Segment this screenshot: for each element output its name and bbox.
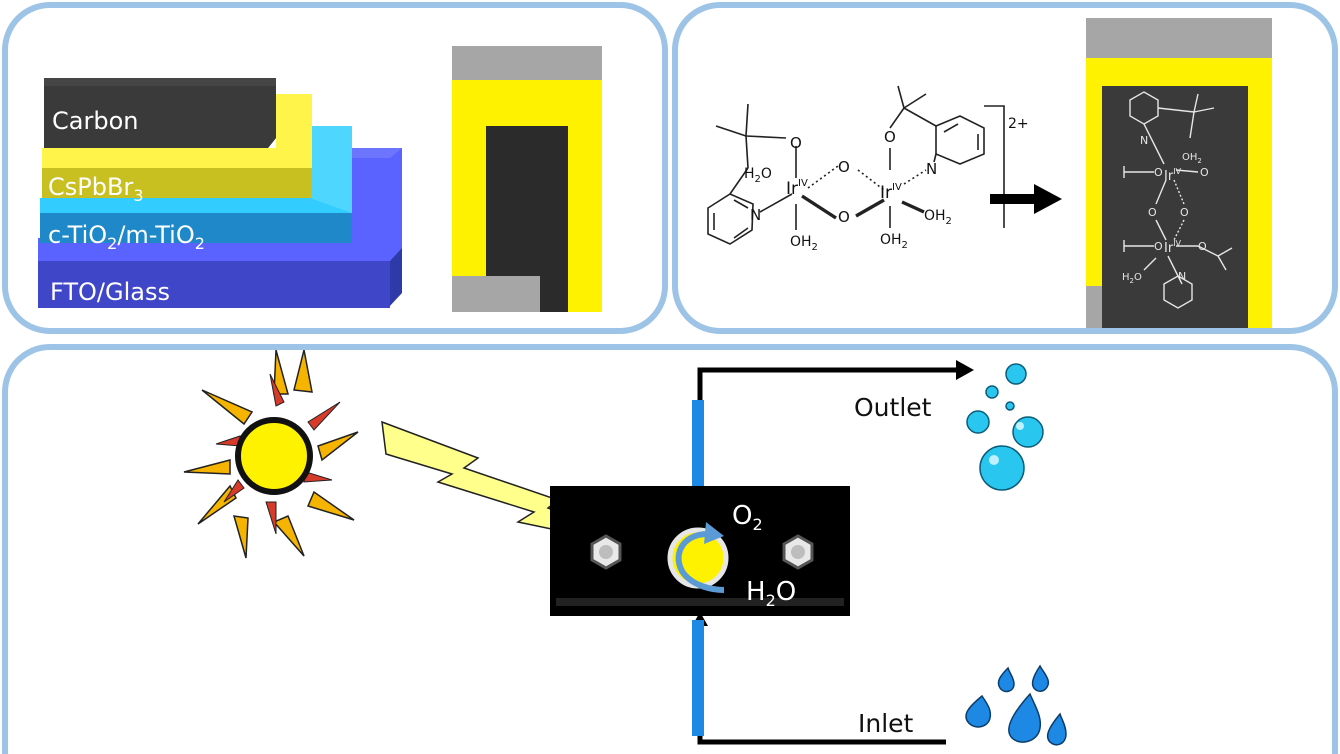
svg-text:IrIV: IrIV <box>1164 239 1182 256</box>
catalyst-panel: O H2O IrIV N OH2 O O IrIV O N OH2 OH2 2+ <box>672 2 1338 334</box>
o2-label: O2 <box>732 501 763 534</box>
layer-label-fto: FTO/Glass <box>50 278 170 306</box>
photoelectrochemical-cell <box>550 486 850 616</box>
molecule-labels: O H2O IrIV N OH2 O O IrIV O N OH2 OH2 2+ <box>744 116 1029 253</box>
tio2-layer <box>40 126 352 243</box>
right-arrow <box>990 184 1062 214</box>
water-drops-icon <box>965 664 1067 746</box>
sun-icon <box>183 350 359 559</box>
fto-layer <box>38 148 402 308</box>
svg-text:O: O <box>1154 166 1163 179</box>
layer-label-perovskite: CsPbBr3 <box>48 173 144 205</box>
svg-text:N: N <box>926 160 937 178</box>
device-stack-svg: Carbon CsPbBr3 c-TiO2/m-TiO2 FTO/Glass <box>38 46 602 312</box>
svg-text:O: O <box>1180 206 1189 219</box>
oxygen-bubbles-icon <box>966 363 1044 491</box>
charge-label: 2+ <box>1008 116 1029 132</box>
flow-lines <box>692 360 974 745</box>
svg-text:H2O: H2O <box>744 166 772 185</box>
svg-text:O: O <box>1200 166 1209 179</box>
svg-text:H2O: H2O <box>1122 272 1142 285</box>
bolt-icon <box>590 534 622 570</box>
svg-text:O: O <box>884 128 896 146</box>
svg-text:N: N <box>1178 270 1186 283</box>
device-cross-section <box>452 46 602 312</box>
layer-label-tio2: c-TiO2/m-TiO2 <box>48 221 205 253</box>
svg-text:OH2: OH2 <box>790 234 818 253</box>
h2o-label: H2O <box>746 577 796 610</box>
photoanode-with-catalyst: N OH2 O IrIV O O O O IrIV O H2O N <box>1086 18 1272 328</box>
svg-text:O: O <box>838 208 850 226</box>
layer-label-carbon: Carbon <box>52 107 138 135</box>
svg-text:OH2: OH2 <box>880 232 908 251</box>
svg-text:OH2: OH2 <box>924 208 952 227</box>
bolt-icon <box>782 534 814 570</box>
inlet-label: Inlet <box>858 709 914 738</box>
svg-text:O: O <box>1154 240 1163 253</box>
molecule-bonds <box>707 85 1005 245</box>
catalyst-svg: O H2O IrIV N OH2 O O IrIV O N OH2 OH2 2+ <box>707 18 1272 328</box>
flow-cell-panel: O2 H2O Outlet Inlet <box>2 344 1338 754</box>
svg-text:O: O <box>1198 240 1207 253</box>
svg-text:O: O <box>790 134 802 152</box>
svg-text:IrIV: IrIV <box>1164 167 1182 184</box>
svg-text:N: N <box>750 206 761 224</box>
flow-cell-svg: O2 H2O Outlet Inlet <box>183 350 1067 746</box>
svg-text:OH2: OH2 <box>1182 152 1202 165</box>
device-stack-panel: Carbon CsPbBr3 c-TiO2/m-TiO2 FTO/Glass <box>2 2 668 334</box>
carbon-layer <box>44 78 276 148</box>
svg-text:N: N <box>1140 134 1148 147</box>
svg-text:O: O <box>1148 206 1157 219</box>
perovskite-layer <box>42 94 312 198</box>
outlet-label: Outlet <box>854 393 932 422</box>
svg-text:IrIV: IrIV <box>880 182 902 203</box>
svg-text:O: O <box>838 158 850 176</box>
svg-text:IrIV: IrIV <box>786 178 808 199</box>
cycle-arrow <box>675 531 725 593</box>
